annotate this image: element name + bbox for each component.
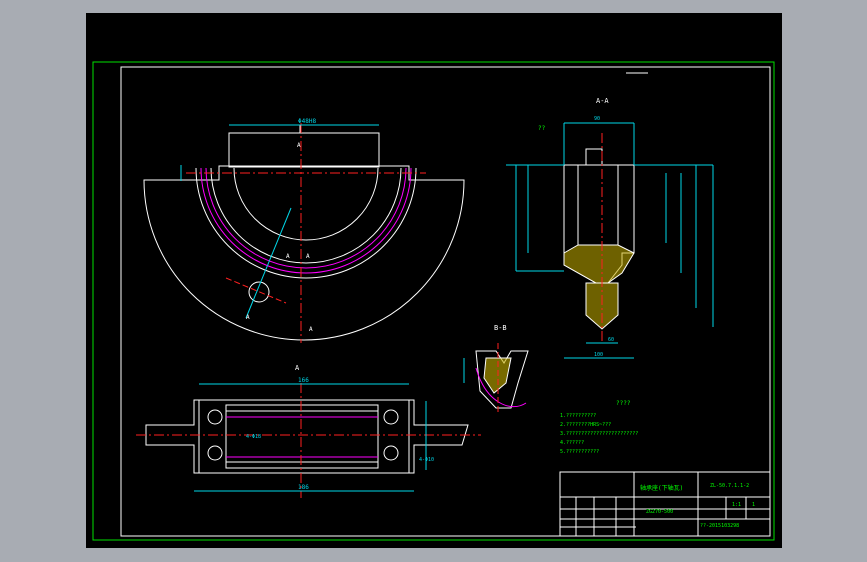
dim-aa-bottom: 100 xyxy=(594,352,603,358)
svg-text:A: A xyxy=(306,253,310,260)
bottom-code: ??-2015103298 xyxy=(700,523,739,529)
note-1: 1.?????????? xyxy=(560,413,596,419)
section-bb-view: B-B xyxy=(463,324,529,413)
note-2: 2.????????HRS~??? xyxy=(560,422,611,428)
section-aa-view: A-A ?? 90 100 60 xyxy=(506,97,714,359)
dim-aa-top: 90 xyxy=(594,116,600,122)
inner-frame xyxy=(120,66,771,537)
outer-frame xyxy=(92,61,775,541)
svg-text:A: A xyxy=(309,326,313,333)
svg-text:A: A xyxy=(246,314,250,321)
dim-top-width: Φ48H8 xyxy=(298,118,316,125)
note-3: 3.???????????????????????? xyxy=(560,431,638,437)
cad-viewport[interactable]: Φ48H8 A A A A A A 166 186 4-Φ18 4-Φ10 A-… xyxy=(86,13,782,548)
dim-aa-bottom2: 60 xyxy=(608,337,614,343)
dim-hole: 4-Φ18 xyxy=(246,434,261,440)
view-a-label: A xyxy=(295,364,300,372)
drawing-number: ZL-50.7.1.1-2 xyxy=(710,483,749,489)
notes-heading: ???? xyxy=(616,400,631,407)
dim-bottom-overall: 186 xyxy=(298,484,309,491)
svg-text:A: A xyxy=(286,253,290,260)
dim-bottom-width: 166 xyxy=(298,377,309,384)
material: ZG270-500 xyxy=(646,509,673,515)
title-block: 轴承座(下轴瓦) ZL-50.7.1.1-2 ZG270-500 1:1 1 ?… xyxy=(559,471,771,537)
front-view: Φ48H8 A A A A A xyxy=(143,118,465,343)
section-marker-a1: A xyxy=(297,142,301,149)
note-5: 5.??????????? xyxy=(560,449,599,455)
section-aa-label: A-A xyxy=(596,97,609,105)
note-4: 4.?????? xyxy=(560,440,584,446)
svg-text:??: ?? xyxy=(538,125,546,132)
plan-view: 166 186 4-Φ18 4-Φ10 xyxy=(136,377,481,498)
sheet: 1 xyxy=(752,502,755,508)
section-bb-label: B-B xyxy=(494,324,507,332)
drawing-canvas: Φ48H8 A A A A A A 166 186 4-Φ18 4-Φ10 A-… xyxy=(92,61,775,541)
dim-hole2: 4-Φ10 xyxy=(419,457,434,463)
part-name: 轴承座(下轴瓦) xyxy=(640,484,683,492)
scale: 1:1 xyxy=(732,502,741,508)
technical-notes: ???? 1.?????????? 2.????????HRS~??? 3.??… xyxy=(560,400,638,455)
